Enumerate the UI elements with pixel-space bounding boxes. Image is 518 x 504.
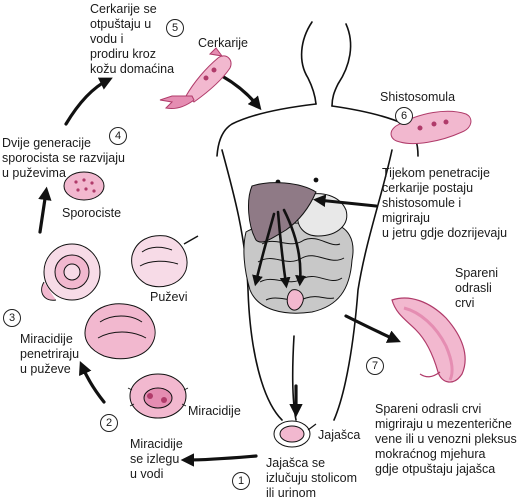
label-miracidia: Miracidije [188,404,241,418]
snail-conical [131,235,199,288]
bladder [286,289,304,311]
label-two-generations: Dvije generacije sporocista se razvijaju… [2,136,125,180]
arrow-eggs-to-miracidium [180,453,258,467]
snail-oncomelania [84,303,156,360]
label-schistosomula: Shistosomula [380,90,456,104]
label-eggs: Jajašca [318,428,361,442]
cycle-arrows [38,74,401,467]
human-body-outline [216,21,419,421]
step-2-badge: 2 [100,414,118,432]
liver [248,182,317,243]
cercaria-illustration [159,47,232,109]
label-miracidia-hatch: Miracidije se izlegu u vodi [130,437,183,481]
label-cercariae: Cerkarije [198,36,249,50]
step-7-badge: 7 [366,357,384,375]
label-sporocysts: Sporociste [62,206,122,220]
label-miracidia-penetrate: Miracidije penetriraju u puževe [20,332,80,376]
arrow-sporocyst-to-step4 [38,186,52,234]
arrow-to-adult-worms [344,314,401,343]
migration-arrows [252,194,378,289]
label-eggs-passed: Jajašca se izlučuju stolicom ili urinom [266,456,358,500]
step-6-badge: 6 [395,107,413,125]
arrow-step4-to-step5 [64,77,113,126]
step-4-badge: 4 [109,127,127,145]
label-snails: Puževi [150,290,188,304]
arrow-miracidium-to-snail [79,361,106,404]
label-paired-adults-migrate: Spareni odrasli crvi migriraju u mezente… [375,402,517,476]
step-3-badge: 3 [3,309,21,327]
label-paired-adults-short: Spareni odrasli crvi [455,266,499,310]
snail-planorbid [41,243,101,301]
sporocyst-illustration [63,171,105,201]
step-1-badge: 1 [232,472,250,490]
adult-worms-illustration [391,297,466,383]
egg-illustration [273,420,317,448]
arrow-cercariae-to-host [220,74,262,111]
step-5-badge: 5 [166,19,184,37]
miracidium-illustration [127,373,189,419]
label-cercariae-released: Cerkarije se otpuštaju u vodu i prodiru … [90,2,175,76]
label-penetration: Tijekom penetracije cerkarije postaju sh… [382,166,508,240]
